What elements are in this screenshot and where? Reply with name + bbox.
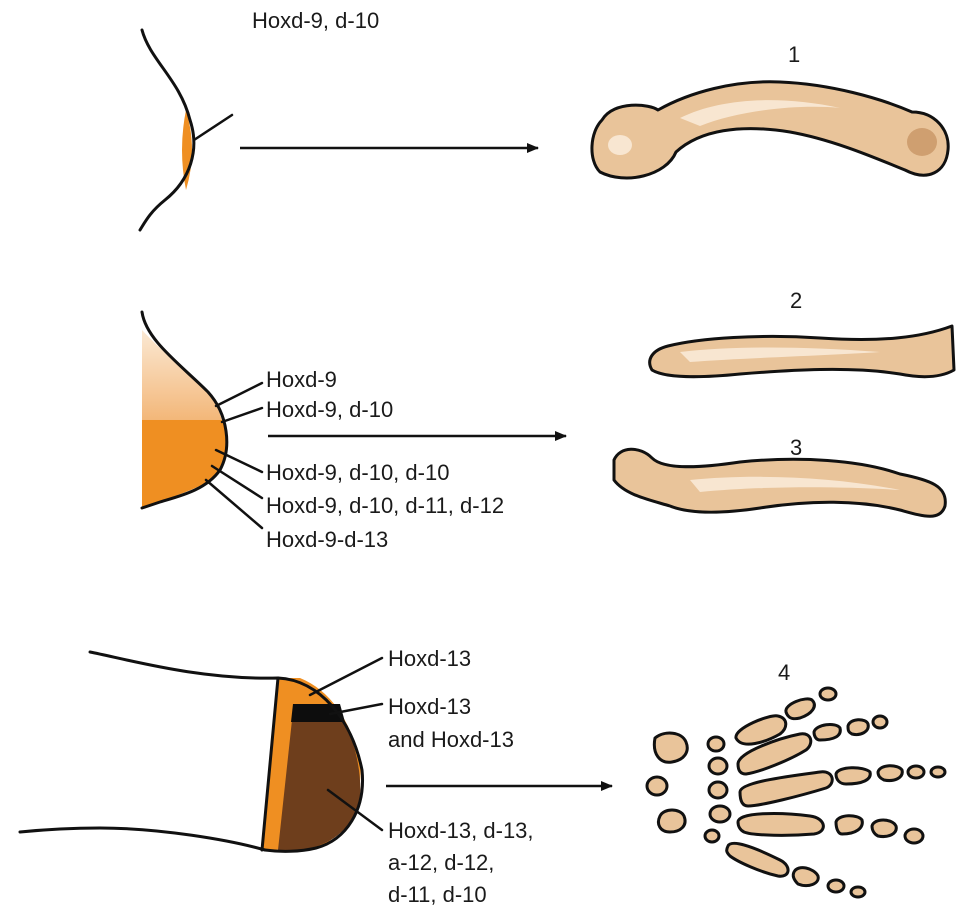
carpal-bone (654, 733, 687, 762)
limb-bud-brown-zone (278, 720, 360, 850)
panel-2-label-1: Hoxd-9 (266, 367, 337, 392)
metacarpal-bone (738, 814, 823, 836)
panel-2-label-5: Hoxd-9-d-13 (266, 527, 388, 552)
panel-3-label-bottom-1: Hoxd-13, d-13, (388, 818, 534, 843)
panel-3-late-limb-bud: Hoxd-13 Hoxd-13 and Hoxd-13 Hoxd-13, d-1… (20, 646, 945, 907)
phalanx-bone (814, 725, 840, 740)
phalanx-bone (905, 829, 923, 843)
ulna-bone (614, 449, 945, 516)
phalanx-bone (908, 766, 924, 778)
limb-bud-light-zone (142, 330, 222, 420)
phalanx-bone (836, 768, 870, 784)
bone-number-2: 2 (790, 288, 802, 313)
phalanx-bone (851, 887, 865, 897)
panel-2-label-4: Hoxd-9, d-10, d-11, d-12 (266, 493, 504, 518)
phalanx-bone (836, 816, 862, 834)
panel-1-label: Hoxd-9, d-10 (252, 8, 379, 33)
carpal-bone (710, 806, 730, 822)
radius-bone (650, 326, 954, 377)
carpal-bone (658, 810, 685, 832)
carpal-bone (708, 737, 724, 751)
phalanx-bone (820, 688, 836, 700)
bone-number-3: 3 (790, 435, 802, 460)
panel-3-label-bottom-2: a-12, d-12, (388, 850, 494, 875)
panel-2-label-3: Hoxd-9, d-10, d-10 (266, 460, 449, 485)
panel-3-label-bottom-3: d-11, d-10 (388, 882, 487, 907)
panel-1-leader-line (194, 115, 232, 140)
metacarpal-bone (740, 772, 832, 806)
bone-number-4: 4 (778, 660, 790, 685)
panel-2-middle-limb-bud: Hoxd-9 Hoxd-9, d-10 Hoxd-9, d-10, d-10 H… (142, 288, 954, 552)
phalanx-bone (873, 716, 887, 728)
panel-3-label-top: Hoxd-13 (388, 646, 471, 671)
phalanx-bone (931, 767, 945, 777)
carpal-bone (647, 777, 667, 795)
carpal-bone (709, 758, 727, 774)
panel-3-label-middle-2: and Hoxd-13 (388, 727, 514, 752)
panel-3-label-middle-1: Hoxd-13 (388, 694, 471, 719)
phalanx-bone (878, 766, 902, 781)
phalanx-bone (872, 820, 896, 837)
panel-2-label-2: Hoxd-9, d-10 (266, 397, 393, 422)
bone-number-1: 1 (788, 42, 800, 67)
leader-line-hoxd9-d10 (222, 408, 262, 422)
hand-bones (647, 688, 945, 897)
leader-line-5 (206, 480, 262, 528)
phalanx-bone (793, 868, 818, 886)
panel-1-early-limb-bud: Hoxd-9, d-10 1 (140, 8, 948, 230)
limb-outline-bottom (20, 828, 265, 850)
leader-line-hoxd9 (216, 383, 262, 406)
leader-line-top (310, 658, 382, 695)
carpal-bone (705, 830, 719, 842)
metacarpal-bone (727, 843, 788, 876)
humerus-bone (592, 82, 948, 178)
carpal-bone (709, 782, 727, 798)
phalanx-bone (848, 720, 868, 735)
phalanx-bone (828, 880, 844, 892)
phalanx-bone (786, 699, 814, 719)
